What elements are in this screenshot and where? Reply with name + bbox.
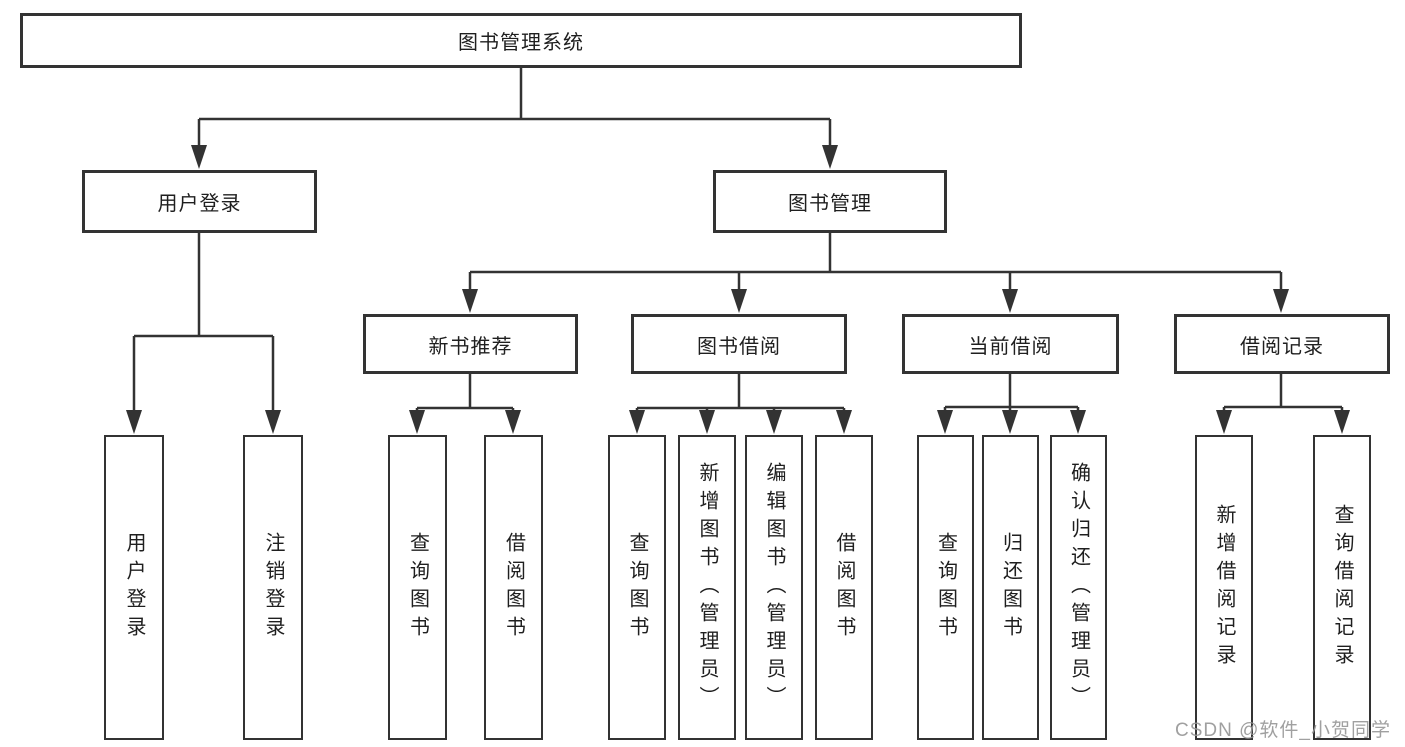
node-label: 用户登录 — [157, 193, 242, 215]
leaf-logout: 注销登录 — [243, 435, 303, 740]
node-label: 借阅记录 — [1240, 335, 1324, 358]
node-label: 图书管理 — [788, 193, 872, 215]
node-label: 归还图书 — [999, 531, 1022, 644]
node-label: 用户登录 — [123, 531, 145, 644]
node-label: 注销登录 — [262, 531, 284, 644]
node-label: 图书借阅 — [697, 335, 781, 358]
leaf-add-book-admin: 新增图书（管理员） — [678, 435, 736, 740]
node-label: 新书推荐 — [428, 335, 513, 358]
node-label: 图书管理系统 — [458, 32, 584, 54]
leaf-query-book: 查询图书 — [388, 435, 447, 740]
node-current-borrow: 当前借阅 — [902, 314, 1119, 374]
leaf-return-book: 归还图书 — [982, 435, 1039, 740]
leaf-confirm-return-admin: 确认归还（管理员） — [1050, 435, 1107, 740]
node-label: 查询图书 — [934, 531, 957, 644]
leaf-query-borrow-record: 查询借阅记录 — [1313, 435, 1371, 740]
node-new-book-recommend: 新书推荐 — [363, 314, 578, 374]
node-borrow-record: 借阅记录 — [1174, 314, 1390, 374]
node-book-borrow: 图书借阅 — [631, 314, 847, 374]
leaf-edit-book-admin: 编辑图书（管理员） — [745, 435, 803, 740]
node-label: 编辑图书（管理员） — [763, 461, 785, 714]
leaf-borrow-book: 借阅图书 — [815, 435, 873, 740]
node-user-login: 用户登录 — [82, 170, 317, 233]
node-label: 新增借阅记录 — [1213, 503, 1235, 672]
node-label: 查询借阅记录 — [1331, 503, 1353, 672]
leaf-user-login: 用户登录 — [104, 435, 164, 740]
csdn-watermark: CSDN @软件_小贺同学 — [1175, 720, 1391, 741]
leaf-query-book: 查询图书 — [608, 435, 666, 740]
node-label: 查询图书 — [626, 531, 648, 644]
node-book-management: 图书管理 — [713, 170, 947, 233]
node-label: 当前借阅 — [968, 335, 1053, 358]
arrowheads — [126, 145, 1350, 434]
node-label: 查询图书 — [406, 531, 429, 644]
node-label: 新增图书（管理员） — [696, 461, 718, 714]
leaf-borrow-book: 借阅图书 — [484, 435, 543, 740]
node-label: 借阅图书 — [502, 531, 525, 644]
leaf-query-book: 查询图书 — [917, 435, 974, 740]
leaf-add-borrow-record: 新增借阅记录 — [1195, 435, 1253, 740]
node-label: 确认归还（管理员） — [1067, 461, 1090, 714]
node-library-management-system: 图书管理系统 — [20, 13, 1022, 68]
node-label: 借阅图书 — [833, 531, 855, 644]
